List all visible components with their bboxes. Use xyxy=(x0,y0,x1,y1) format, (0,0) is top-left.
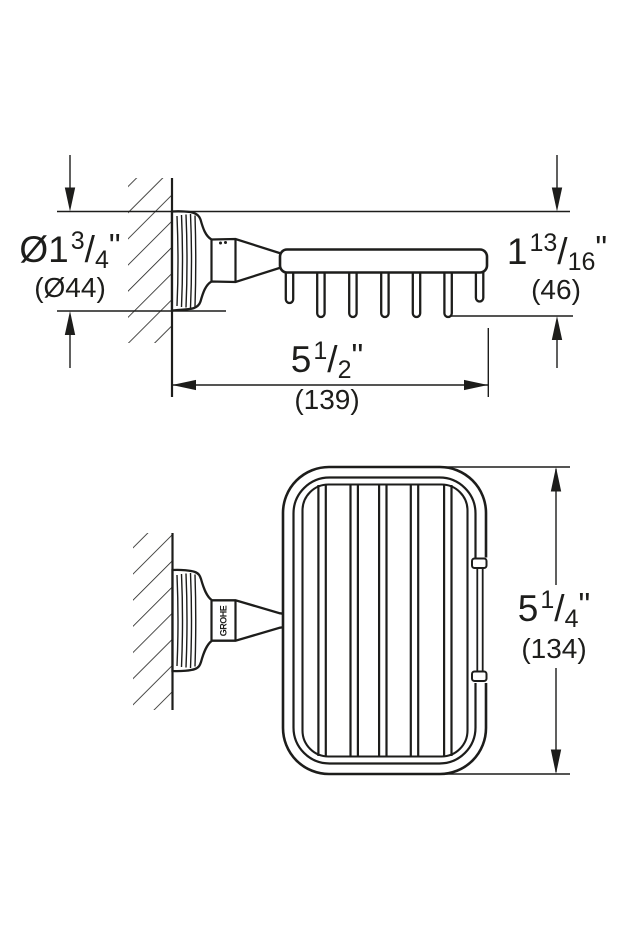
arrow-left xyxy=(172,379,196,391)
dim-height-metric: (46) xyxy=(531,274,581,305)
dim-diameter-metric: (Ø44) xyxy=(34,272,106,303)
prong xyxy=(348,267,358,319)
bracket-ring xyxy=(180,573,184,668)
arrow-up xyxy=(64,311,76,335)
basket-clip xyxy=(470,557,488,683)
wall-hatch-front xyxy=(133,533,173,710)
dim-width-imperial: 51/4" xyxy=(518,586,590,633)
bracket-ring xyxy=(176,574,179,667)
prong xyxy=(380,267,390,319)
clip-wire xyxy=(476,568,484,672)
arrow-down xyxy=(551,187,563,212)
bracket-ring xyxy=(180,214,184,308)
basket-frame-outer xyxy=(281,465,488,776)
dim-width-metric: (134) xyxy=(521,633,586,664)
side-view: Ø13/4" (Ø44) 113/16" (46) 51/2" (139) xyxy=(19,155,607,415)
bracket-ring xyxy=(189,213,193,309)
prong xyxy=(284,267,295,305)
basket-rail xyxy=(278,248,489,274)
prong xyxy=(443,267,453,319)
bracket-detail-dot xyxy=(224,241,227,244)
bracket-ring xyxy=(185,214,188,308)
prong xyxy=(411,267,422,319)
front-view: GROHE 51/4" (134) xyxy=(133,465,590,776)
arrow-up xyxy=(550,467,562,492)
wall-hatch-side xyxy=(128,178,172,343)
bracket-ring xyxy=(176,215,179,307)
bracket-detail-dot xyxy=(219,241,222,245)
basket-wires xyxy=(317,485,453,756)
dim-diameter: Ø13/4" (Ø44) xyxy=(19,155,121,368)
dim-depth-imperial: 51/2" xyxy=(291,337,363,384)
basket-side xyxy=(278,248,489,319)
clip-cap-top xyxy=(471,557,488,569)
basket-front xyxy=(281,465,488,776)
arrow-up xyxy=(551,316,563,340)
bracket-body xyxy=(170,210,283,312)
bracket-ring xyxy=(194,574,197,667)
basket-rim xyxy=(301,483,469,758)
bracket-ring xyxy=(194,215,197,307)
brand-logo: GROHE xyxy=(219,605,229,636)
arrow-right xyxy=(464,379,488,391)
prong xyxy=(474,267,485,303)
basket-prongs xyxy=(284,267,485,319)
dim-diameter-imperial: Ø13/4" xyxy=(19,227,120,274)
prong xyxy=(316,267,326,319)
bracket-ring xyxy=(189,572,193,669)
bracket-body xyxy=(171,568,289,673)
arrow-down xyxy=(64,187,76,212)
clip-cap-bottom xyxy=(471,670,488,682)
wall-bracket-side xyxy=(170,210,283,312)
dim-depth-metric: (139) xyxy=(294,384,359,415)
dim-depth: 51/2" (139) xyxy=(172,337,488,415)
dim-height: 113/16" (46) xyxy=(507,155,607,368)
clip-mask xyxy=(470,557,488,683)
dim-width: 51/4" (134) xyxy=(438,466,590,775)
bracket-ring xyxy=(185,573,188,668)
arrow-down xyxy=(550,749,562,774)
wall-bracket-front: GROHE xyxy=(171,568,289,673)
extension-lines-side xyxy=(57,210,573,397)
dim-height-imperial: 113/16" xyxy=(507,229,607,276)
